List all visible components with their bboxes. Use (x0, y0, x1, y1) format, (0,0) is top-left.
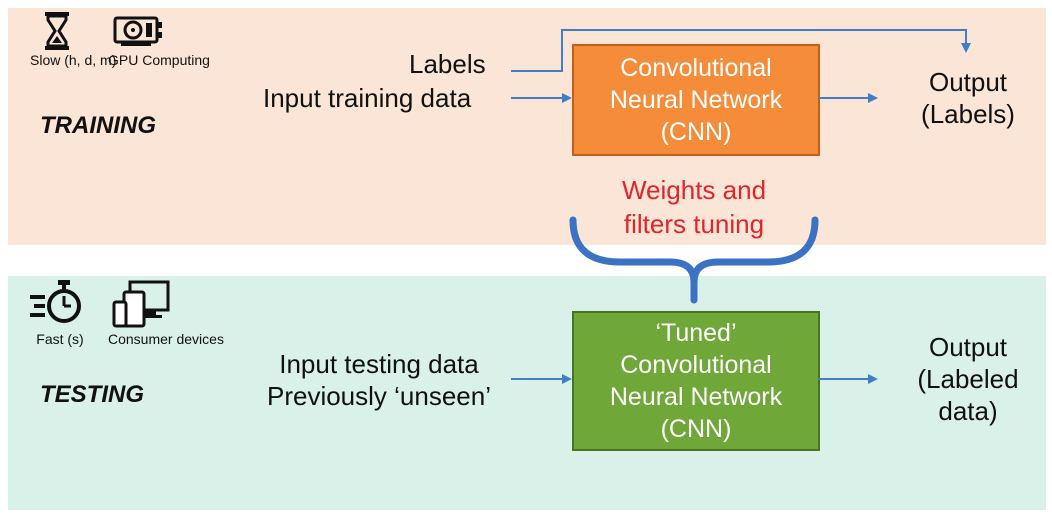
stopwatch-icon (30, 280, 81, 323)
testing-speed-label: Fast (s) (36, 331, 84, 347)
training-phase-label: TRAINING (40, 112, 156, 139)
testing-output: Output (Labeled data) (917, 332, 1019, 426)
weights-filters-tuning-label: Weights and filters tuning (621, 175, 767, 239)
tuned-cnn-box: ‘Tuned’ Convolutional Neural Network (CN… (572, 311, 820, 451)
tuning-brace (569, 216, 819, 304)
cnn-box-label: Convolutional Neural Network (CNN) (609, 54, 783, 146)
testing-data-input: Input testing data Previously ‘unseen’ (266, 349, 491, 411)
gpu-card-icon (113, 16, 162, 46)
testing-phase-label: TESTING (40, 381, 145, 408)
training-data-input: Input training data (263, 83, 472, 113)
hourglass-icon (45, 12, 69, 50)
training-output: Output (Labels) (921, 67, 1015, 129)
labels-bypass-arrow (511, 29, 971, 72)
cnn-box: Convolutional Neural Network (CNN) (572, 44, 820, 156)
testing-panel (8, 276, 1046, 510)
training-panel (8, 8, 1046, 245)
consumer-devices-icon (112, 280, 170, 328)
training-labels-input: Labels (409, 49, 486, 79)
tuned-cnn-box-label: ‘Tuned’ Convolutional Neural Network (CN… (609, 319, 783, 443)
